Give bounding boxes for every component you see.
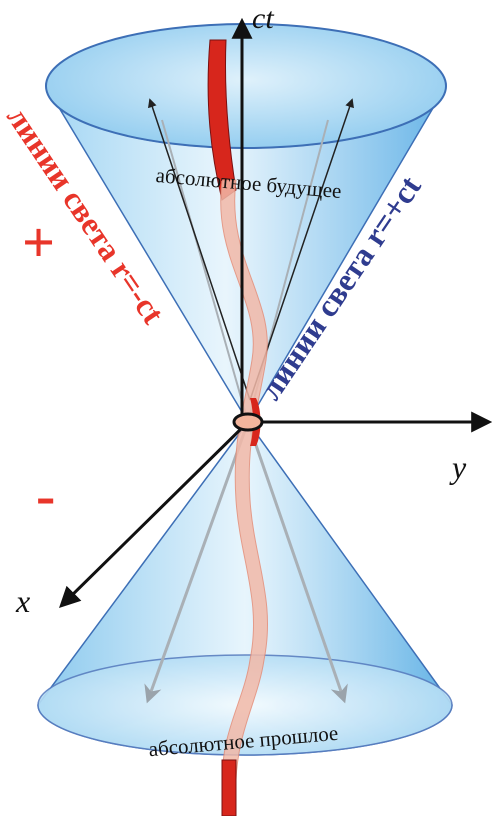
y-axis-label: y [449,449,467,485]
worldline-bottom-red [222,760,236,816]
future-cone-top [46,24,446,148]
x-axis-label: x [15,583,30,619]
minus-sign: - [36,463,55,528]
ct-axis-label: ct [252,2,274,35]
plus-sign: + [22,210,55,275]
origin-marker [234,414,262,430]
